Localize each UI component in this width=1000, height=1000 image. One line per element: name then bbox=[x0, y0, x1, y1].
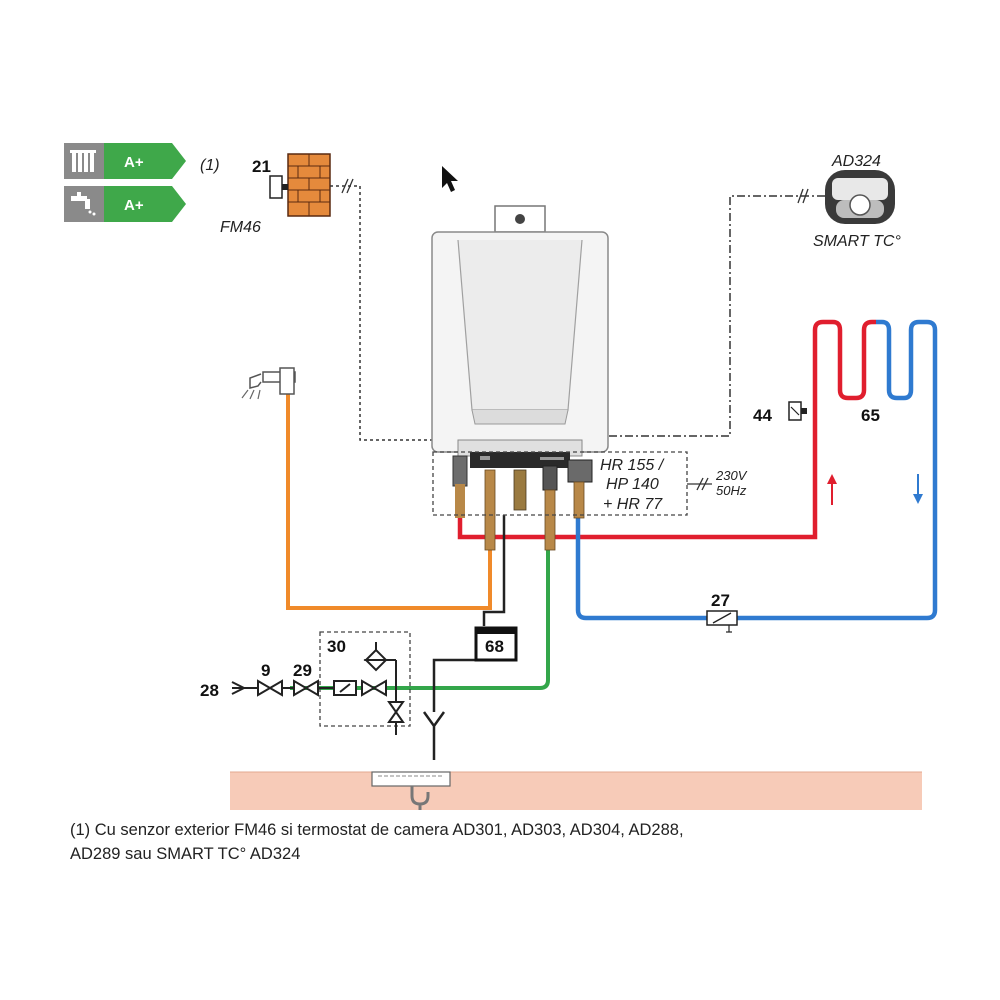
tap-icon bbox=[71, 192, 96, 216]
label-29: 29 bbox=[293, 661, 312, 680]
heating-class-badge bbox=[104, 143, 186, 179]
shower-head-icon bbox=[241, 367, 296, 400]
safety-thermostat-44-icon bbox=[788, 401, 807, 421]
label-68: 68 bbox=[485, 637, 504, 656]
label-30: 30 bbox=[327, 637, 346, 656]
shutoff-valve-group-icon bbox=[361, 679, 405, 723]
label-smart-tc: SMART TC° bbox=[813, 233, 901, 250]
label-44: 44 bbox=[753, 406, 772, 425]
heating-class-text: A+ bbox=[124, 154, 144, 171]
power-voltage: 230V bbox=[715, 468, 748, 483]
energy-label-dhw: A+ bbox=[64, 186, 186, 222]
sensor-cable bbox=[330, 185, 436, 441]
model-line-2: HP 140 bbox=[606, 476, 659, 493]
floor-drain-icon bbox=[371, 771, 451, 810]
label-27: 27 bbox=[711, 591, 730, 610]
safety-discharge-line bbox=[432, 658, 484, 712]
flow-arrow-up-icon bbox=[827, 474, 837, 505]
component-27-icon bbox=[706, 610, 738, 633]
label-28: 28 bbox=[200, 681, 219, 700]
footnote: (1) Cu senzor exterior FM46 si termostat… bbox=[70, 818, 950, 866]
energy-note-ref: (1) bbox=[200, 157, 220, 174]
model-line-1: HR 155 / bbox=[600, 457, 665, 474]
options-box bbox=[432, 451, 688, 516]
power-cable-mark bbox=[687, 477, 712, 491]
valve-29-icon bbox=[293, 679, 319, 697]
outdoor-sensor-icon bbox=[269, 175, 288, 199]
condensate-pipe bbox=[482, 515, 506, 626]
floor-slab bbox=[230, 772, 922, 810]
radiator-icon bbox=[70, 150, 96, 172]
label-21: 21 bbox=[252, 157, 271, 176]
footnote-line-2: AD289 sau SMART TC° AD324 bbox=[70, 845, 301, 863]
thermostat-cable bbox=[606, 195, 825, 437]
power-frequency: 50Hz bbox=[716, 483, 747, 498]
heating-flow-pipe bbox=[457, 319, 876, 540]
dhw-class-badge bbox=[104, 186, 186, 222]
model-line-3: + HR 77 bbox=[603, 496, 663, 513]
energy-label-heating: A+ bbox=[64, 143, 186, 179]
cold-water-pipe bbox=[290, 548, 550, 690]
brick-wall bbox=[287, 153, 331, 217]
label-fm46: FM46 bbox=[220, 219, 261, 236]
label-ad324: AD324 bbox=[831, 153, 881, 170]
thermostat-cable-break bbox=[797, 188, 809, 204]
valve-9-icon bbox=[257, 679, 283, 697]
neutralizer-68-icon bbox=[474, 626, 518, 662]
flow-arrow-down-icon bbox=[913, 474, 923, 504]
heating-return-pipe bbox=[575, 319, 938, 621]
cable-break-mark bbox=[341, 178, 354, 194]
footnote-line-1: (1) Cu senzor exterior FM46 si termostat… bbox=[70, 821, 684, 839]
dhw-class-text: A+ bbox=[124, 197, 144, 214]
funnel-icon bbox=[422, 711, 446, 760]
safety-group-box bbox=[319, 631, 411, 727]
label-65: 65 bbox=[861, 406, 880, 425]
smart-tc-thermostat-icon bbox=[825, 170, 895, 224]
check-valve-icon bbox=[333, 680, 357, 696]
dhw-pipe bbox=[286, 393, 492, 610]
label-9: 9 bbox=[261, 661, 270, 680]
boiler-unit bbox=[431, 205, 609, 551]
mouse-cursor-icon bbox=[442, 166, 458, 192]
